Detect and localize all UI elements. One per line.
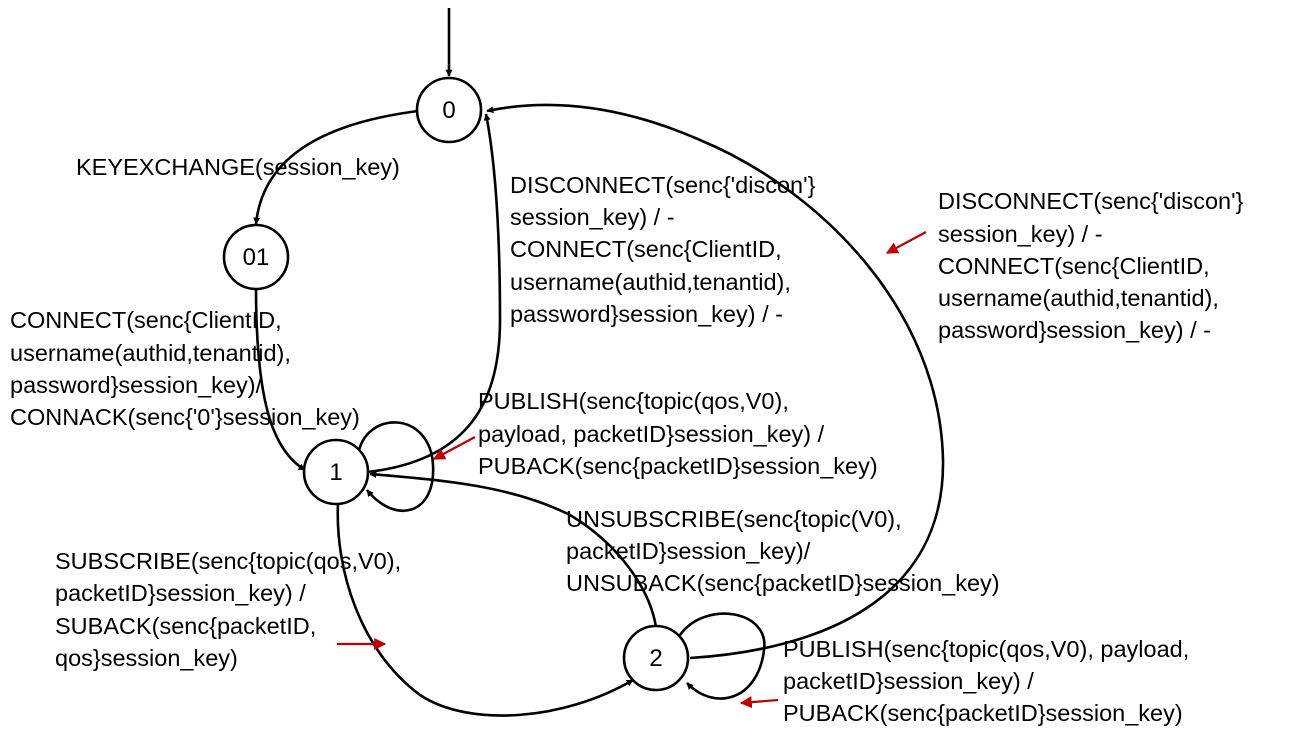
label-publish1-line-3: PUBACK(senc{packetID}session_key) — [478, 453, 878, 479]
label-disconnect2-line-4: username(authid,tenantid), — [938, 285, 1219, 311]
state-0-label: 0 — [442, 97, 455, 124]
label-disconnect1-line-5: password}session_key) / - — [510, 301, 783, 327]
state-0: 0 — [415, 76, 483, 144]
label-publish2-line-1: PUBLISH(senc{topic(qos,V0), payload, — [783, 636, 1189, 662]
state-01: 01 — [222, 223, 290, 291]
state-01-label: 01 — [243, 244, 270, 271]
label-disconnect-from-1: DISCONNECT(senc{'discon'} session_key) /… — [510, 172, 822, 327]
label-connect-line-2: username(authid,tenantid), — [10, 340, 291, 366]
edge-01-to-1 — [254, 286, 306, 472]
label-publish2-line-2: packetID}session_key) / — [783, 668, 1034, 694]
label-disconnect1-line-4: username(authid,tenantid), — [510, 269, 791, 295]
label-publish1-line-2: payload, packetID}session_key) / — [478, 421, 825, 447]
label-connect-line-1: CONNECT(senc{ClientID, — [10, 307, 282, 333]
label-unsubscribe-line-1: UNSUBSCRIBE(senc{topic(V0), — [566, 506, 902, 532]
state-2-label: 2 — [649, 645, 662, 672]
edge-0-to-01 — [253, 109, 419, 225]
state-1-label: 1 — [329, 459, 342, 486]
state-1: 1 — [302, 438, 370, 506]
label-connect-from-01: CONNECT(senc{ClientID, username(authid,t… — [10, 307, 360, 430]
label-disconnect1-line-1: DISCONNECT(senc{'discon'} — [510, 172, 816, 198]
label-connect-line-4: CONNACK(senc{'0'}session_key) — [10, 404, 360, 430]
label-publish2-line-3: PUBACK(senc{packetID}session_key) — [783, 700, 1183, 726]
self-loop-1 — [356, 421, 435, 512]
self-loop-2 — [678, 612, 766, 700]
label-unsubscribe-line-2: packetID}session_key)/ — [566, 538, 811, 564]
annotation-arrow-publish-2 — [739, 696, 779, 709]
annotation-arrow-disconnect-2 — [885, 231, 927, 254]
label-disconnect1-line-3: CONNECT(senc{ClientID, — [510, 236, 782, 262]
label-subscribe-line-1: SUBSCRIBE(senc{topic(qos,V0), — [55, 548, 401, 574]
label-connect-line-3: password}session_key)/ — [10, 372, 263, 398]
label-disconnect-from-2: DISCONNECT(senc{'discon'} session_key) /… — [938, 188, 1250, 343]
label-unsubscribe: UNSUBSCRIBE(senc{topic(V0), packetID}ses… — [566, 506, 1000, 596]
label-keyexchange-line: KEYEXCHANGE(session_key) — [76, 154, 400, 180]
label-keyexchange: KEYEXCHANGE(session_key) — [76, 154, 400, 180]
edge-2-to-1 — [369, 471, 658, 628]
label-publish-loop-1: PUBLISH(senc{topic(qos,V0), payload, pac… — [478, 388, 878, 479]
label-subscribe-line-2: packetID}session_key) / — [55, 580, 306, 606]
label-disconnect2-line-1: DISCONNECT(senc{'discon'} — [938, 188, 1244, 214]
label-publish-loop-2: PUBLISH(senc{topic(qos,V0), payload, pac… — [783, 636, 1196, 726]
label-disconnect1-line-2: session_key) / - — [510, 204, 675, 230]
label-disconnect2-line-3: CONNECT(senc{ClientID, — [938, 253, 1210, 279]
label-disconnect2-line-2: session_key) / - — [938, 221, 1103, 247]
edge-1-to-2 — [336, 502, 634, 717]
label-unsubscribe-line-3: UNSUBACK(senc{packetID}session_key) — [566, 570, 1000, 596]
label-subscribe-line-4: qos}session_key) — [55, 645, 238, 671]
label-publish1-line-1: PUBLISH(senc{topic(qos,V0), — [478, 388, 789, 414]
label-subscribe-line-3: SUBACK(senc{packetID, — [55, 613, 316, 639]
label-disconnect2-line-5: password}session_key) / - — [938, 317, 1211, 343]
edge-2-to-0 — [486, 103, 945, 660]
state-2: 2 — [622, 624, 690, 692]
label-subscribe: SUBSCRIBE(senc{topic(qos,V0), packetID}s… — [55, 548, 408, 671]
annotation-arrow-publish-1 — [432, 436, 476, 460]
